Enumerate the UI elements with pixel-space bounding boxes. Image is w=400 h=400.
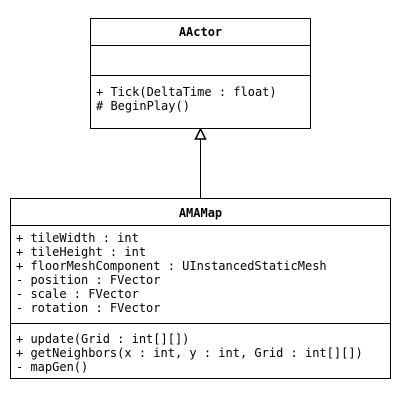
attribute-position: - position : FVector: [16, 273, 161, 287]
operation-mapgen: - mapGen(): [16, 360, 89, 374]
attribute-floormeshcomponent: + floorMeshComponent : UInstancedStaticM…: [16, 259, 327, 273]
attribute-scale: - scale : FVector: [16, 287, 139, 301]
class-box-aactor[interactable]: AActor + Tick(DeltaTime : float) # Begin…: [90, 18, 311, 129]
attribute-tileheight: + tileHeight : int: [16, 245, 147, 259]
attribute-tilewidth: + tileWidth : int: [16, 231, 139, 245]
class-box-amamap[interactable]: AMAMap + tileWidth : int + tileHeight : …: [10, 198, 391, 379]
operation-update: + update(Grid : int[][]): [16, 332, 190, 346]
class-name: AMAMap: [11, 199, 390, 226]
generalization-arrowhead: [194, 127, 207, 140]
operations-section: + Tick(DeltaTime : float) # BeginPlay(): [91, 76, 310, 113]
class-name: AActor: [91, 19, 310, 46]
operation-getneighbors: + getNeighbors(x : int, y : int, Grid : …: [16, 346, 363, 360]
operations-section: + update(Grid : int[][]) + getNeighbors(…: [11, 324, 390, 374]
attribute-rotation: - rotation : FVector: [16, 301, 161, 315]
attributes-section: [91, 46, 310, 76]
operation-beginplay: # BeginPlay(): [96, 99, 190, 113]
attributes-section: + tileWidth : int + tileHeight : int + f…: [11, 226, 390, 324]
operation-tick: + Tick(DeltaTime : float): [96, 85, 277, 99]
